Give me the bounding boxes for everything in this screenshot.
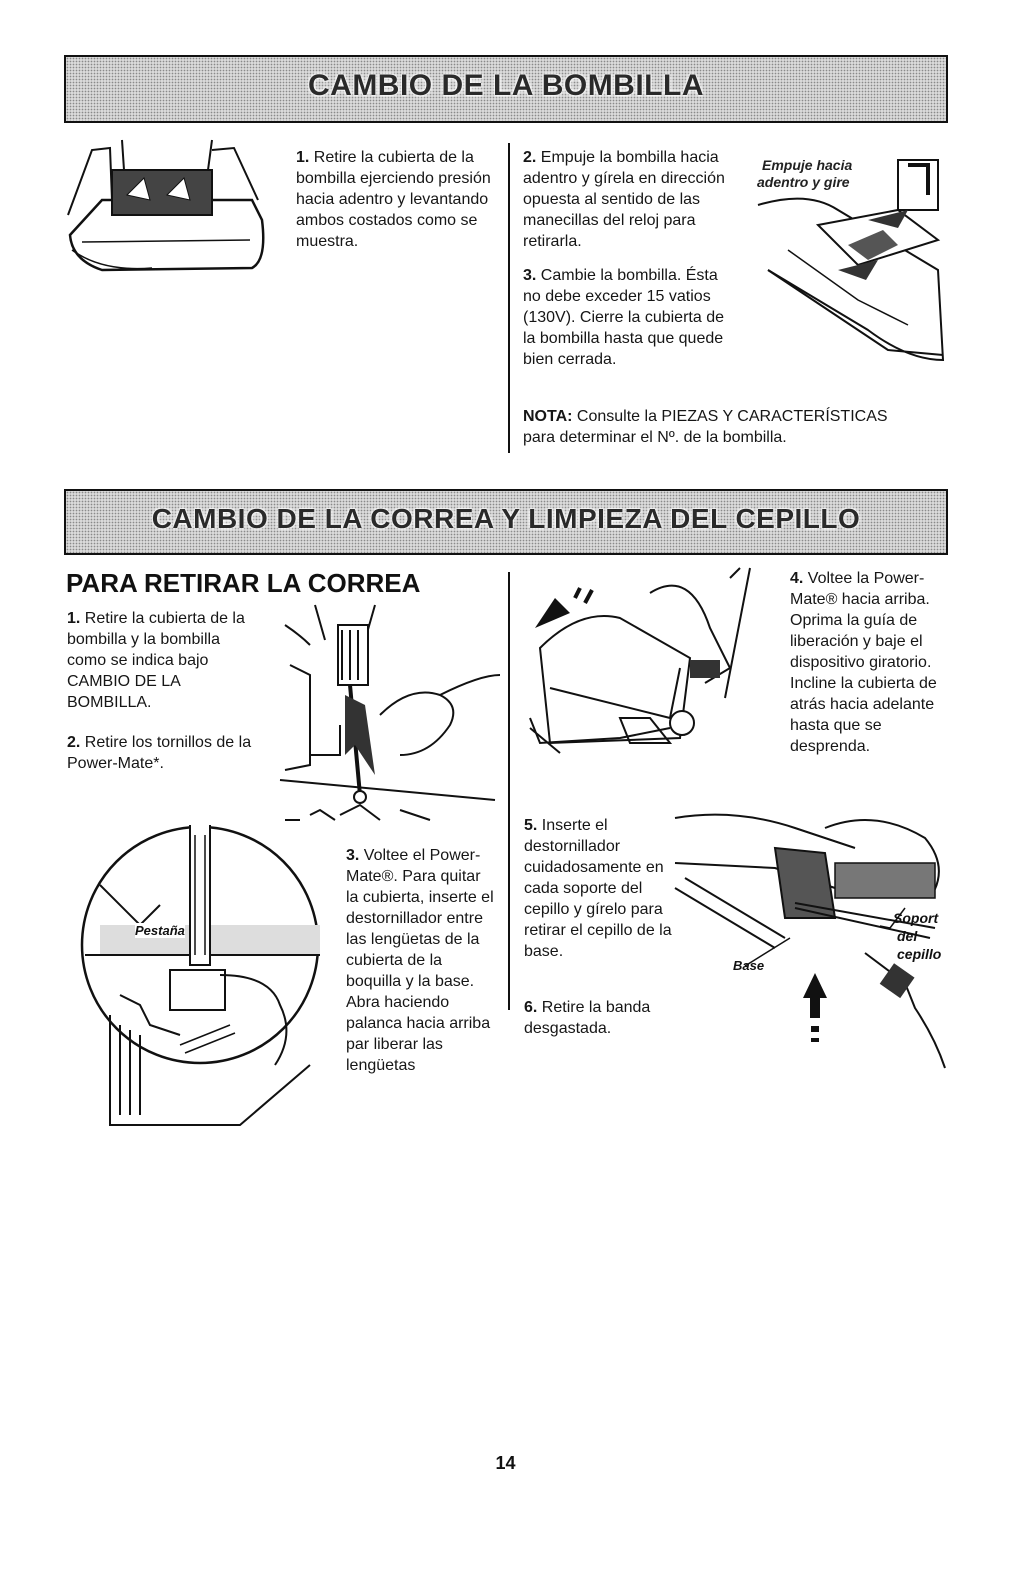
bulb-cover-illustration <box>67 139 265 272</box>
bulb-note: NOTA: Consulte la PIEZAS Y CARACTERÍSTIC… <box>523 408 888 446</box>
belt-step-1: 1. Retire la cubierta de la bombilla y l… <box>67 610 245 711</box>
pry-tabs-illustration <box>80 825 320 1126</box>
belt-step-5: 5. Inserte el destornillador cuidadosame… <box>524 817 672 960</box>
belt-step-3: 3. Voltee el Power-Mate®. Para quitar la… <box>346 847 494 1074</box>
belt-step-4: 4. Voltee la Power-Mate® hacia arriba. O… <box>790 570 937 755</box>
remove-screws-illustration <box>279 604 501 821</box>
label-base: Base <box>733 958 765 973</box>
section-banner-bulb: CAMBIO DE LA BOMBILLA <box>64 55 948 123</box>
bulb-step-3: 3. Cambie la bombilla. Ésta no debe exce… <box>523 267 724 368</box>
push-twist-label-line-1: Empuje hacia <box>762 157 853 173</box>
column-divider-2 <box>508 572 510 1010</box>
belt-step-2: 2. Retire los tornillos de la Power-Mate… <box>67 734 252 772</box>
label-soporte-line-1: Soport <box>893 910 939 926</box>
section-banner-belt: CAMBIO DE LA CORREA Y LIMPIEZA DEL CEPIL… <box>64 489 948 555</box>
push-twist-bulb-illustration <box>757 159 945 362</box>
bulb-step-2: 2. Empuje la bombilla hacia adentro y gí… <box>523 149 725 250</box>
column-divider <box>508 143 510 453</box>
label-soporte-line-3: cepillo <box>897 946 942 962</box>
bulb-step-1: 1. Retire la cubierta de la bombilla eje… <box>296 149 491 250</box>
label-pestana: Pestaña <box>135 923 185 938</box>
brush-removal-illustration <box>674 813 946 1069</box>
page-number: 14 <box>495 1453 516 1473</box>
section-title-bulb: CAMBIO DE LA BOMBILLA <box>307 69 705 102</box>
label-soporte-line-2: del <box>897 928 918 944</box>
tilt-cover-illustration <box>529 567 751 754</box>
belt-removal-heading: PARA RETIRAR LA CORREA <box>66 568 421 598</box>
push-twist-label-line-2: adentro y gire <box>757 174 850 190</box>
belt-step-6: 6. Retire la banda desgastada. <box>524 999 651 1037</box>
section-title-belt: CAMBIO DE LA CORREA Y LIMPIEZA DEL CEPIL… <box>151 503 861 534</box>
